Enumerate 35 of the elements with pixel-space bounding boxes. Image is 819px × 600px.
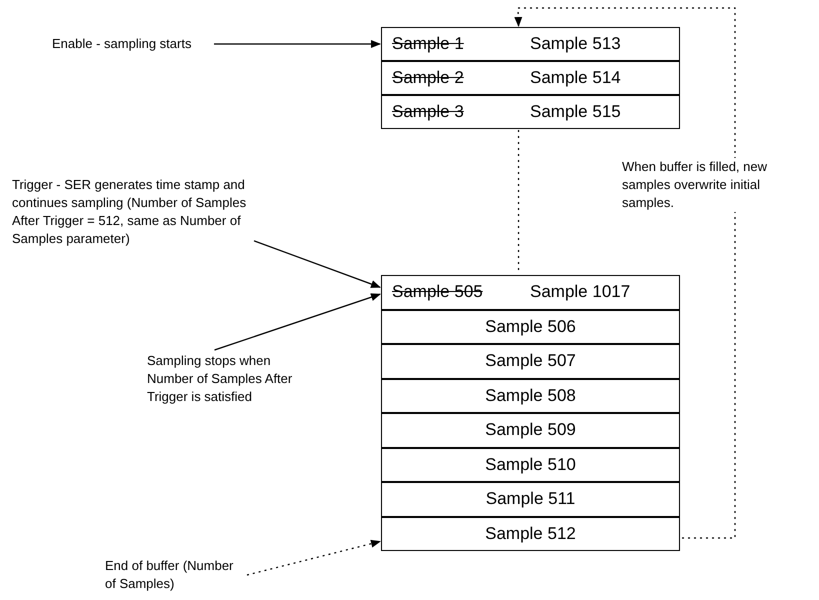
arrow [214, 293, 381, 351]
buffer-row [381, 482, 680, 516]
annotation-text: Sampling stops when Number of Samples After Trigger is satisfied [147, 352, 297, 406]
annotation-text: Trigger - SER generates time stamp and continues sampling (Number of Samples After Trigger = 512, same as Number of Samples parameter) [12, 176, 252, 248]
sample-label: Sample 509 [485, 420, 576, 440]
struck-sample-label: Sample 2 [392, 68, 465, 88]
buffer-row [381, 378, 680, 413]
sample-label: Sample 506 [485, 316, 576, 337]
buffer-row [381, 61, 680, 95]
dotted-arrow [246, 540, 381, 576]
sample-label: Sample 508 [485, 386, 576, 406]
sample-label: Sample 514 [530, 68, 621, 88]
sample-label: Sample 512 [485, 524, 576, 544]
buffer-row [381, 448, 680, 482]
buffer-row [381, 95, 680, 129]
arrow [214, 40, 381, 48]
sample-label: Sample 1017 [530, 282, 630, 302]
arrow [254, 240, 381, 288]
sample-label: Sample 507 [485, 351, 576, 372]
buffer-row [381, 413, 680, 448]
struck-sample-label: Sample 3 [392, 102, 465, 122]
annotation-text: Enable - sampling starts [52, 35, 212, 53]
buffer-row [381, 275, 680, 310]
buffer-row [381, 27, 680, 61]
dotted-arrow [514, 7, 736, 539]
struck-sample-label: Sample 505 [392, 282, 484, 302]
buffer-row [381, 344, 680, 378]
buffer-row [381, 310, 680, 344]
struck-sample-label: Sample 1 [392, 34, 465, 54]
annotation-text: End of buffer (Number of Samples) [105, 557, 245, 593]
sample-label: Sample 513 [530, 34, 621, 54]
buffer-row [381, 516, 680, 551]
sample-label: Sample 515 [530, 102, 621, 122]
sample-label: Sample 511 [486, 489, 576, 510]
sample-label: Sample 510 [485, 454, 576, 475]
